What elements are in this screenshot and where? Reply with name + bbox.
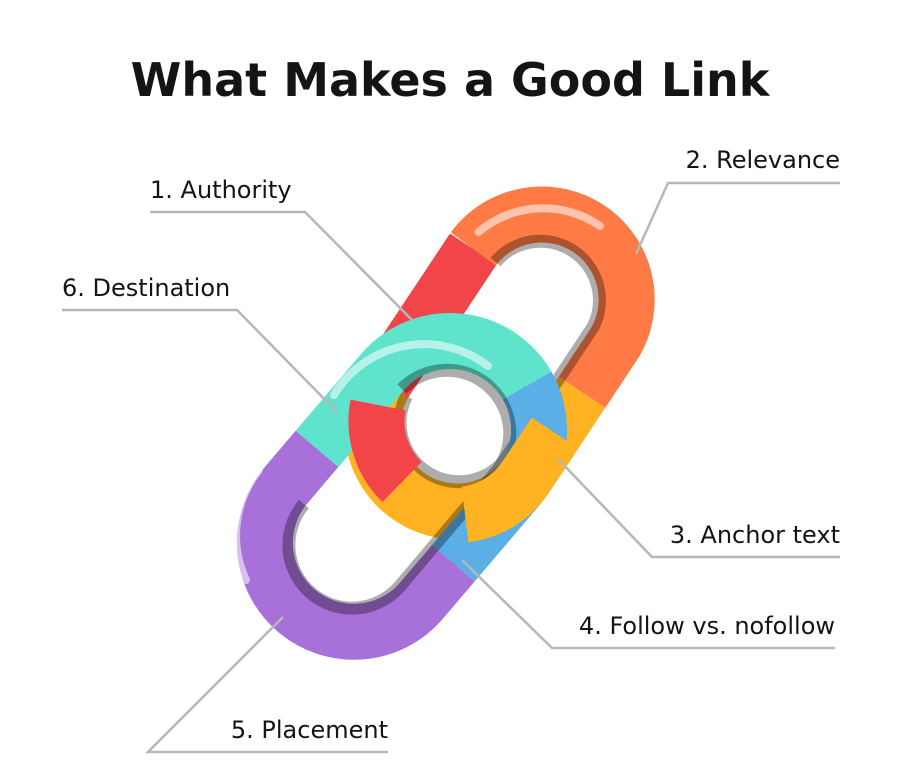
label-relevance: 2. Relevance <box>686 146 840 174</box>
leader-anchor-text <box>557 458 840 559</box>
link-segment-destination <box>295 313 552 468</box>
leader-follow <box>461 559 835 650</box>
link-segment-placement <box>236 430 475 660</box>
link-segment-relevance <box>450 186 655 408</box>
leader-destination <box>62 308 339 414</box>
label-placement: 5. Placement <box>231 716 388 744</box>
page-title: What Makes a Good Link <box>131 53 771 107</box>
leader-relevance <box>634 181 840 255</box>
leader-authority <box>150 210 414 322</box>
label-destination: 6. Destination <box>62 274 230 302</box>
chain-link-top-overlap <box>348 399 579 543</box>
leader-lines <box>62 181 840 754</box>
leader-placement <box>144 616 388 754</box>
label-anchor-text: 3. Anchor text <box>670 521 840 549</box>
label-follow: 4. Follow vs. nofollow <box>579 612 835 640</box>
factor-labels: 1. Authority 2. Relevance 6. Destination… <box>62 146 840 744</box>
label-authority: 1. Authority <box>150 176 292 204</box>
